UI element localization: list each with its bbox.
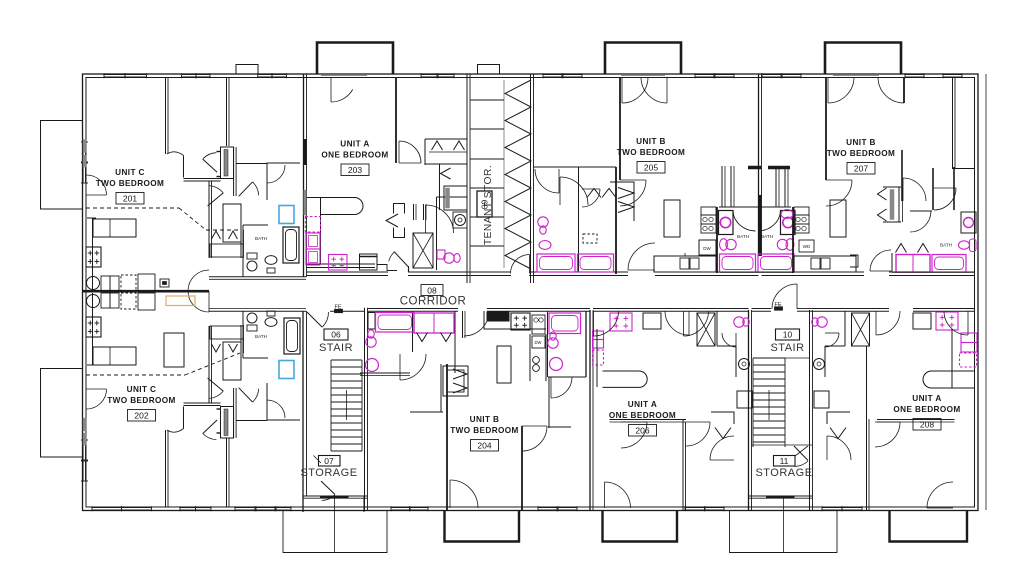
svg-text:DW: DW — [703, 246, 711, 251]
svg-text:208: 208 — [920, 420, 934, 430]
svg-text:207: 207 — [854, 164, 868, 174]
svg-text:07: 07 — [324, 456, 334, 466]
svg-text:TWO BEDROOM: TWO BEDROOM — [107, 396, 176, 405]
svg-text:205: 205 — [644, 163, 658, 173]
svg-text:TWO BEDROOM: TWO BEDROOM — [827, 149, 896, 158]
svg-text:FE: FE — [334, 305, 341, 311]
svg-text:ONE BEDROOM: ONE BEDROOM — [893, 405, 960, 414]
svg-text:STAIR: STAIR — [319, 342, 353, 354]
svg-text:BATH: BATH — [255, 236, 267, 241]
svg-text:BATH: BATH — [737, 234, 749, 239]
svg-text:UNIT C: UNIT C — [115, 168, 145, 177]
svg-text:WD: WD — [803, 244, 811, 249]
svg-text:06: 06 — [331, 330, 341, 340]
svg-text:08: 08 — [427, 286, 437, 296]
svg-text:203: 203 — [348, 165, 362, 175]
svg-text:BATH: BATH — [940, 243, 952, 248]
svg-text:TWO BEDROOM: TWO BEDROOM — [450, 426, 519, 435]
svg-text:BATH: BATH — [255, 334, 267, 339]
svg-text:UNIT B: UNIT B — [636, 137, 666, 146]
svg-text:202: 202 — [134, 411, 148, 421]
svg-text:STORAGE: STORAGE — [755, 467, 812, 479]
svg-text:ONE BEDROOM: ONE BEDROOM — [609, 411, 676, 420]
svg-text:BATH: BATH — [761, 234, 773, 239]
svg-text:UNIT B: UNIT B — [846, 138, 876, 147]
svg-text:09: 09 — [480, 200, 490, 210]
svg-text:TWO BEDROOM: TWO BEDROOM — [617, 148, 686, 157]
svg-text:ONE BEDROOM: ONE BEDROOM — [321, 151, 388, 160]
svg-text:STAIR: STAIR — [770, 342, 804, 354]
svg-text:UNIT A: UNIT A — [628, 400, 657, 409]
svg-text:FE: FE — [774, 302, 781, 308]
svg-text:DW: DW — [535, 340, 542, 345]
svg-text:STORAGE: STORAGE — [300, 467, 357, 479]
svg-text:UNIT A: UNIT A — [912, 394, 941, 403]
svg-text:CORRIDOR: CORRIDOR — [400, 296, 467, 308]
svg-text:UNIT C: UNIT C — [127, 385, 157, 394]
svg-text:TENANT STOR.: TENANT STOR. — [483, 165, 494, 245]
svg-text:201: 201 — [123, 194, 137, 204]
svg-text:10: 10 — [783, 330, 793, 340]
svg-text:206: 206 — [635, 426, 649, 436]
svg-text:UNIT A: UNIT A — [340, 140, 369, 149]
svg-text:204: 204 — [477, 441, 491, 451]
svg-text:UNIT B: UNIT B — [470, 415, 500, 424]
svg-text:11: 11 — [780, 456, 789, 466]
svg-text:TWO BEDROOM: TWO BEDROOM — [96, 179, 165, 188]
